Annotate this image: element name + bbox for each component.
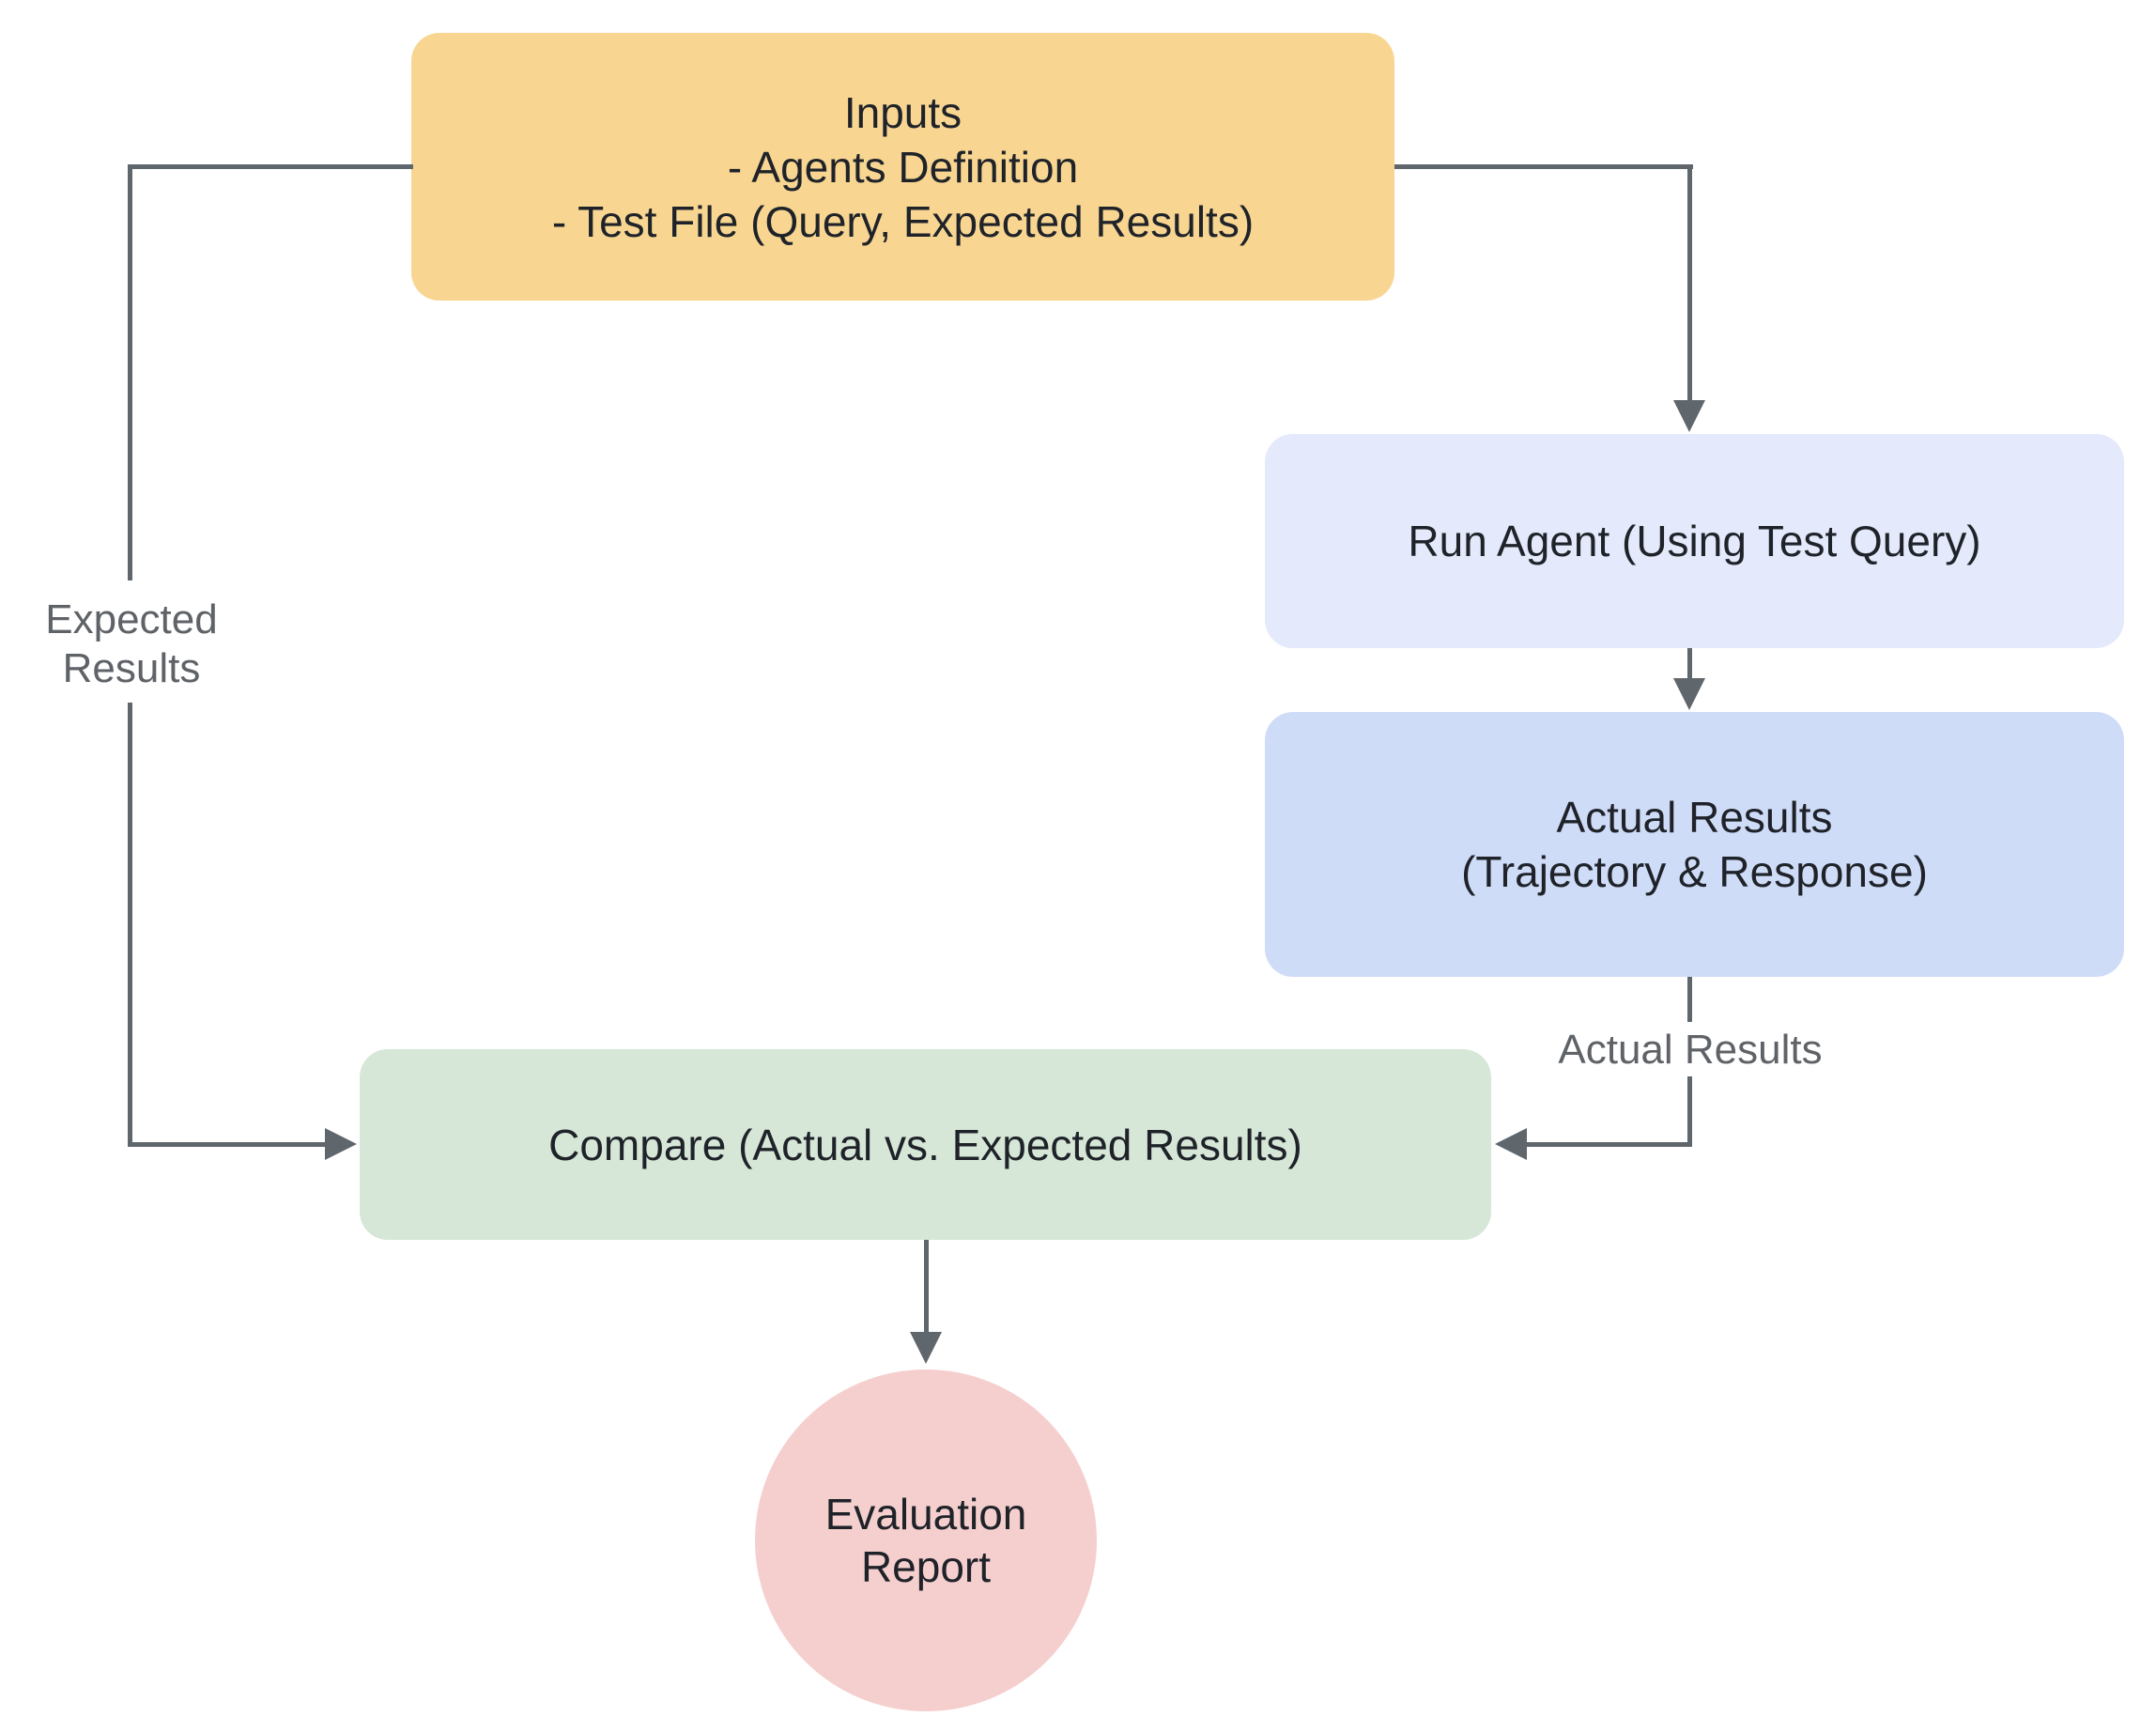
edge-inputs-right-horizontal: [1394, 164, 1693, 169]
edge-compare-to-evaluation: [924, 1240, 929, 1336]
edge-expected-vertical-top: [128, 164, 132, 580]
expected-results-label-line1: Expected: [45, 596, 218, 642]
arrowhead-into-run-agent-icon: [1673, 400, 1705, 432]
edge-actual-vertical-top: [1687, 977, 1692, 1022]
evaluation-report-node: Evaluation Report: [755, 1369, 1097, 1711]
actual-results-edge-label: Actual Results: [1558, 1027, 1823, 1073]
edge-expected-vertical-bottom: [128, 703, 132, 1146]
run-agent-node-label: Run Agent (Using Test Query): [1408, 517, 1981, 565]
run-agent-node: Run Agent (Using Test Query): [1265, 434, 2124, 648]
expected-results-edge-label: Expected Results: [19, 596, 244, 693]
evaluation-report-line1: Evaluation: [824, 1490, 1027, 1539]
edge-actual-horizontal: [1525, 1142, 1692, 1147]
actual-results-node: Actual Results (Trajectory & Response): [1265, 712, 2124, 977]
arrowhead-into-evaluation-icon: [910, 1332, 942, 1364]
evaluation-report-line2: Report: [860, 1542, 992, 1591]
inputs-node-line2: - Agents Definition: [727, 142, 1079, 192]
expected-results-label-line2: Results: [62, 645, 201, 691]
actual-results-node-line1: Actual Results: [1556, 793, 1833, 842]
edge-inputs-left-horizontal: [130, 164, 413, 169]
edge-expected-horizontal-bottom: [128, 1142, 329, 1147]
edge-run-agent-to-actual: [1687, 648, 1692, 682]
edge-inputs-right-vertical: [1687, 164, 1692, 407]
arrowhead-into-compare-left-icon: [325, 1128, 357, 1160]
compare-node: Compare (Actual vs. Expected Results): [360, 1049, 1491, 1240]
inputs-node-line3: - Test File (Query, Expected Results): [551, 196, 1255, 246]
edge-actual-vertical-bottom: [1687, 1076, 1692, 1146]
inputs-node-line1: Inputs: [843, 87, 962, 137]
arrowhead-into-compare-right-icon: [1495, 1128, 1527, 1160]
compare-node-label: Compare (Actual vs. Expected Results): [548, 1120, 1302, 1169]
actual-results-node-line2: (Trajectory & Response): [1461, 847, 1928, 896]
inputs-node: Inputs - Agents Definition - Test File (…: [411, 33, 1394, 301]
arrowhead-into-actual-results-icon: [1673, 678, 1705, 710]
